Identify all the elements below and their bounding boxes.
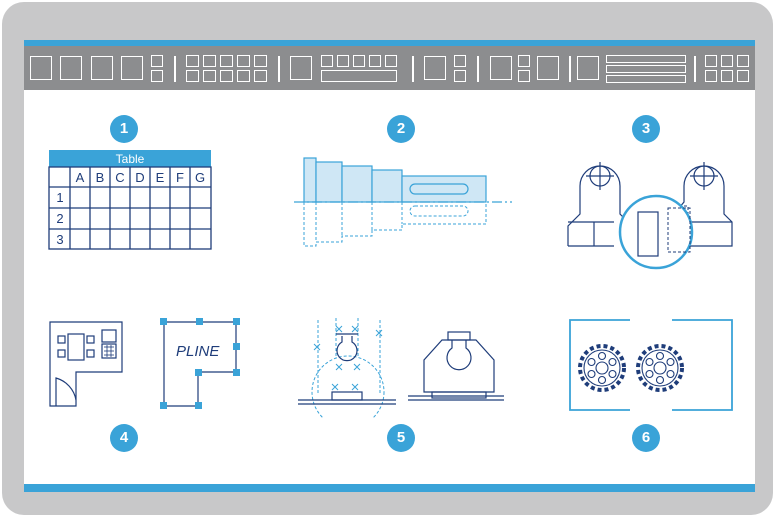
toolbar-separator: [477, 56, 479, 82]
toolbar-button-small[interactable]: [151, 55, 163, 67]
lamp-illustration: [298, 318, 504, 418]
toolbar-button-small[interactable]: [220, 70, 233, 82]
toolbar-button-small[interactable]: [237, 70, 250, 82]
toolbar-button-small[interactable]: [737, 70, 749, 82]
toolbar-separator: [174, 56, 176, 82]
toolbar-button-small[interactable]: [385, 55, 397, 67]
toolbar-list-row[interactable]: [606, 75, 686, 83]
gears-illustration: [569, 319, 733, 411]
step-badge-6: 6: [632, 424, 660, 452]
step-badge-5: 5: [387, 424, 415, 452]
toolbar-button-small[interactable]: [353, 55, 365, 67]
toolbar-separator: [278, 56, 280, 82]
column-header-e: E: [156, 170, 165, 185]
toolbar-button[interactable]: [537, 56, 559, 80]
toolbar-button[interactable]: [577, 56, 599, 80]
toolbar: [24, 46, 755, 90]
toolbar-button-small[interactable]: [369, 55, 381, 67]
toolbar-button-small[interactable]: [705, 55, 717, 67]
toolbar-button-small[interactable]: [321, 55, 333, 67]
toolbar-separator: [569, 56, 571, 82]
toolbar-button[interactable]: [91, 56, 113, 80]
status-bar: [24, 484, 755, 492]
toolbar-button-small[interactable]: [254, 70, 267, 82]
toolbar-button-small[interactable]: [151, 70, 163, 82]
row-header-1: 1: [56, 190, 63, 205]
row-header-3: 3: [56, 232, 63, 247]
column-header-b: B: [96, 170, 105, 185]
toolbar-button-small[interactable]: [705, 70, 717, 82]
row-header-2: 2: [56, 211, 63, 226]
toolbar-button[interactable]: [60, 56, 82, 80]
pline-label: PLINE: [176, 343, 220, 360]
toolbar-button-small[interactable]: [186, 70, 199, 82]
step-badge-3: 3: [632, 115, 660, 143]
column-header-g: G: [195, 170, 205, 185]
toolbar-button-small[interactable]: [518, 70, 530, 82]
toolbar-button-small[interactable]: [220, 55, 233, 67]
table-header-bar: [49, 150, 211, 167]
floorplan-illustration: PLINE: [49, 318, 240, 409]
toolbar-button-small[interactable]: [186, 55, 199, 67]
title-bar: [24, 40, 755, 46]
toolbar-separator: [412, 56, 414, 82]
toolbar-button-small[interactable]: [203, 55, 216, 67]
column-header-c: C: [115, 170, 124, 185]
toolbar-button[interactable]: [30, 56, 52, 80]
step-badge-4: 4: [110, 424, 138, 452]
magnifier-circle: [618, 194, 694, 270]
toolbar-button-small[interactable]: [254, 55, 267, 67]
toolbar-button-small[interactable]: [203, 70, 216, 82]
toolbar-button-small[interactable]: [454, 55, 466, 67]
toolbar-button-small[interactable]: [721, 70, 733, 82]
toolbar-wide-field[interactable]: [321, 70, 397, 82]
toolbar-button-small[interactable]: [737, 55, 749, 67]
brackets-illustration: [567, 162, 733, 270]
toolbar-button[interactable]: [490, 56, 512, 80]
app-window: 1 2 3 4 5 6 Table A: [24, 40, 755, 492]
table-illustration: Table A B C D E F G: [48, 150, 212, 250]
step-badge-2: 2: [387, 115, 415, 143]
toolbar-button[interactable]: [424, 56, 446, 80]
toolbar-button[interactable]: [121, 56, 143, 80]
toolbar-button-small[interactable]: [721, 55, 733, 67]
column-header-f: F: [176, 170, 184, 185]
toolbar-button-small[interactable]: [518, 55, 530, 67]
toolbar-list-row[interactable]: [606, 65, 686, 73]
toolbar-button-small[interactable]: [237, 55, 250, 67]
toolbar-separator: [694, 56, 696, 82]
toolbar-button-small[interactable]: [337, 55, 349, 67]
toolbar-button-small[interactable]: [454, 70, 466, 82]
table-title: Table: [116, 152, 145, 166]
column-header-a: A: [76, 170, 85, 185]
toolbar-button[interactable]: [290, 56, 312, 80]
shaft-illustration: [294, 157, 512, 247]
toolbar-list-row[interactable]: [606, 55, 686, 63]
column-header-d: D: [135, 170, 144, 185]
step-badge-1: 1: [110, 115, 138, 143]
